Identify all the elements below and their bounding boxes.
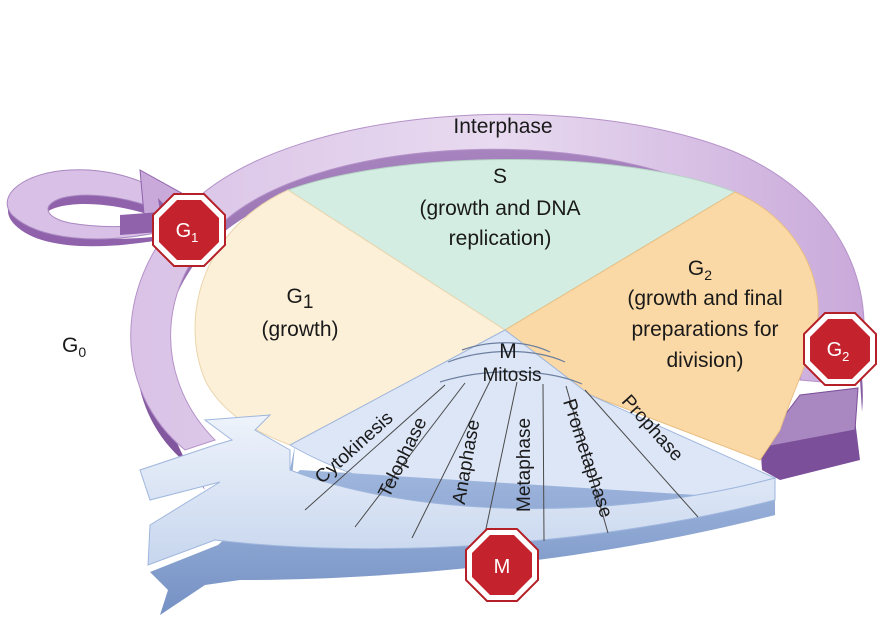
m-checkpoint: M [465,528,539,602]
m-phase-dividers [304,380,699,544]
g0-sub: 0 [78,344,86,360]
m-exit-arrow [139,414,776,566]
m-checkpoint-label: M [494,556,511,578]
g1-phase-title: G1 [287,285,314,313]
g1-phase-sub: 1 [303,292,314,313]
g2-phase-line3: division) [666,349,743,372]
g1-checkpoint-main: G [176,220,192,242]
g0-label: G0 [62,334,86,360]
mitosis-label: Mitosis [482,365,541,386]
s-phase-segment [286,159,737,331]
g2-checkpoint: G2 [803,312,877,386]
s-phase-line1: (growth and DNA [419,197,580,220]
g1-checkpoint-label: G1 [176,220,199,245]
m-label: M [499,340,517,363]
mitosis-arc-top [447,350,566,363]
g2-phase-line2: preparations for [631,318,778,341]
g2-phase-line1: (growth and final [627,287,782,310]
g0-main: G [62,334,78,357]
s-phase-line2: replication) [449,227,552,250]
g2-checkpoint-main: G [827,339,843,361]
g2-phase-sub: 2 [704,267,712,283]
g1-phase-desc: (growth) [261,318,338,341]
g2-phase-title: G2 [688,257,712,283]
g2-checkpoint-label: G2 [827,339,850,364]
m-phase-metaphase: Metaphase [514,418,535,512]
g1-checkpoint: G1 [152,193,226,267]
m-inner-arc [461,342,551,353]
g1-phase-main: G [287,285,303,308]
g1-checkpoint-sub: 1 [191,230,198,245]
interphase-label: Interphase [453,115,552,138]
g2-phase-main: G [688,257,704,280]
s-phase-title: S [493,165,507,188]
g2-checkpoint-sub: 2 [842,349,849,364]
mitosis-arc-bottom [439,371,583,385]
